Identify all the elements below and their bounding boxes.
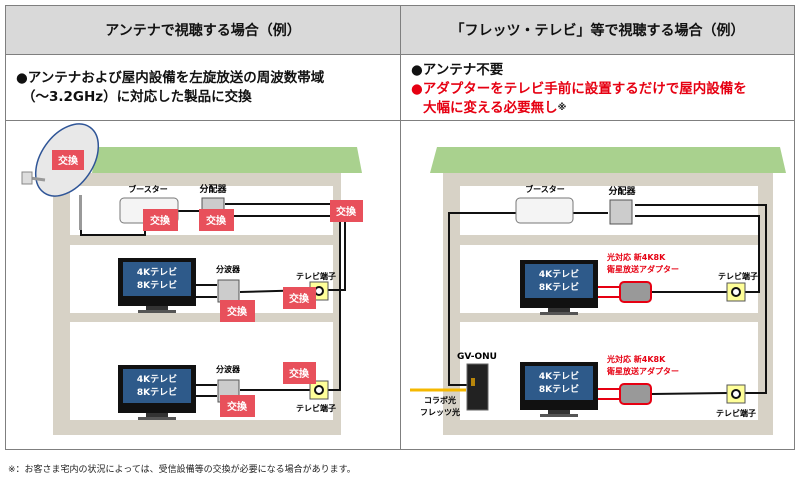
onu-label: GV-ONU bbox=[457, 352, 497, 362]
tv-label: 4Kテレビ bbox=[539, 370, 579, 382]
replace-badge: 交換 bbox=[206, 214, 227, 227]
tv-label: 4Kテレビ bbox=[137, 266, 177, 278]
fiber-label: コラボ光 bbox=[424, 395, 456, 405]
tv-label: 8Kテレビ bbox=[137, 386, 177, 398]
booster-label: ブースター bbox=[128, 184, 168, 194]
replace-badge: 交換 bbox=[336, 205, 357, 218]
desc-line: アンテナおよび屋内設備を左旋放送の周波数帯域 bbox=[27, 70, 325, 86]
desc-line: 大幅に変える必要無し bbox=[423, 100, 558, 116]
tv-label: 8Kテレビ bbox=[137, 279, 177, 291]
adapter-label: 光対応 新4K8K bbox=[606, 252, 666, 262]
adapter-label: 衛星放送アダプター bbox=[606, 366, 679, 376]
tv-label: 8Kテレビ bbox=[539, 281, 579, 293]
replace-badge: 交換 bbox=[227, 400, 248, 413]
replace-badge: 交換 bbox=[289, 292, 310, 305]
replace-badge: 交換 bbox=[227, 305, 248, 318]
replace-badge: 交換 bbox=[58, 154, 79, 167]
replace-badge: 交換 bbox=[289, 367, 310, 380]
bullet: ● bbox=[16, 70, 28, 86]
adapter-icon bbox=[619, 281, 652, 303]
desc-line: アンテナ不要 bbox=[422, 62, 504, 78]
adapter-cables bbox=[597, 286, 620, 400]
fiber-label: フレッツ光 bbox=[420, 407, 460, 417]
outlet-label: テレビ端子 bbox=[296, 271, 336, 281]
roof bbox=[430, 147, 786, 173]
right-cables bbox=[448, 204, 767, 395]
bullet: ● bbox=[411, 62, 423, 78]
right-diagram-cell bbox=[400, 120, 795, 450]
tv-label: 8Kテレビ bbox=[539, 383, 579, 395]
roof bbox=[92, 147, 362, 173]
outlet-label: テレビ端子 bbox=[716, 408, 756, 418]
adapter-label: 光対応 新4K8K bbox=[606, 354, 666, 364]
replace-badges: 交換 交換 交換 交換 交換 交換 交換 交換 bbox=[52, 150, 363, 417]
splitter-label: 分配器 bbox=[608, 185, 636, 197]
splitter-label: 分配器 bbox=[199, 183, 227, 195]
desc-line: （～3.2GHz）に対応した製品に交換 bbox=[22, 89, 252, 105]
note-mark: ※ bbox=[557, 103, 567, 113]
diplexer-icon bbox=[217, 279, 240, 303]
outlet-label: テレビ端子 bbox=[718, 271, 758, 281]
adapter-icon bbox=[619, 383, 652, 405]
tv-label: 4Kテレビ bbox=[539, 268, 579, 280]
booster-icon bbox=[515, 197, 574, 224]
footnote: ※：お客さま宅内の状況によっては、受信設備等の交換が必要になる場合があります。 bbox=[8, 465, 356, 475]
left-header: アンテナで視聴する場合（例） bbox=[5, 5, 401, 55]
tv-label: 4Kテレビ bbox=[137, 373, 177, 385]
bullet: ● bbox=[411, 81, 423, 97]
booster-label: ブースター bbox=[525, 184, 565, 194]
diplexer-label: 分波器 bbox=[216, 264, 241, 274]
splitter-icon bbox=[609, 199, 633, 225]
adapter-label: 衛星放送アダプター bbox=[606, 264, 679, 274]
desc-line: アダプターをテレビ手前に設置するだけで屋内設備を bbox=[422, 81, 747, 97]
onu-device-icon bbox=[466, 363, 489, 411]
outlet-label: テレビ端子 bbox=[296, 403, 336, 413]
diplexer-label: 分波器 bbox=[216, 364, 241, 374]
replace-badge: 交換 bbox=[150, 214, 171, 227]
right-description: ●アンテナ不要 ●アダプターをテレビ手前に設置するだけで屋内設備を 大幅に変える… bbox=[400, 54, 795, 121]
